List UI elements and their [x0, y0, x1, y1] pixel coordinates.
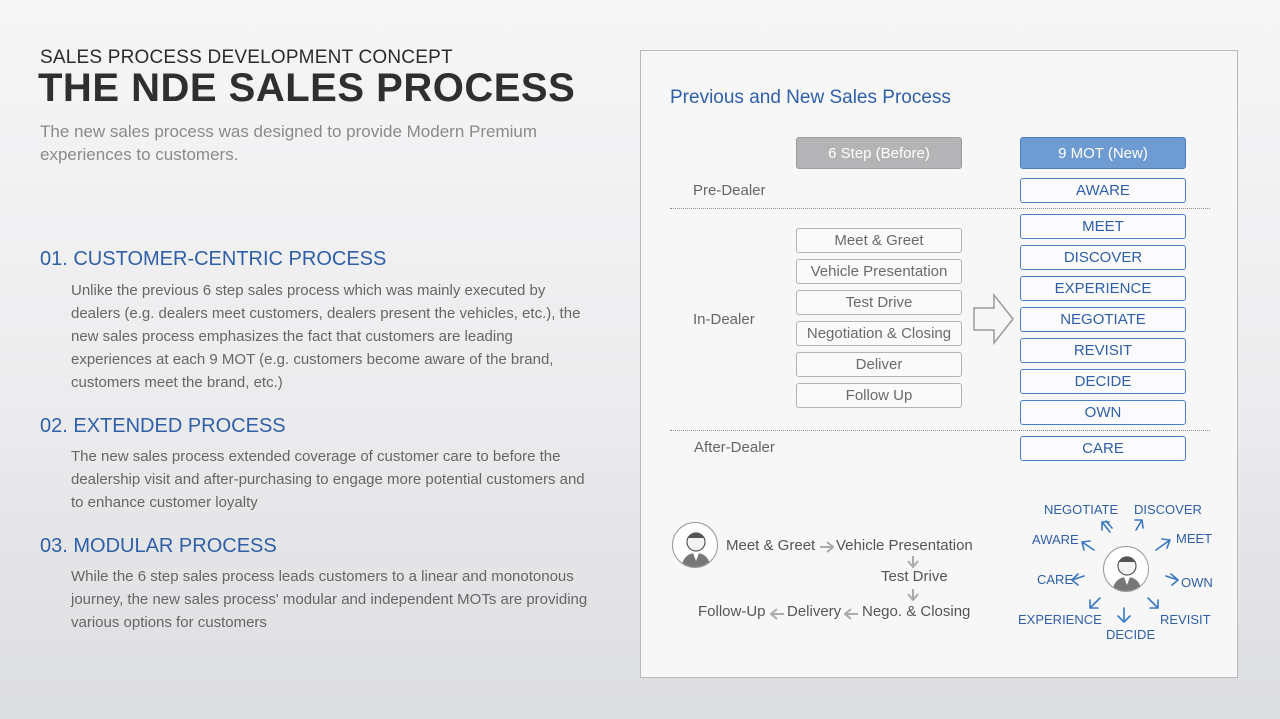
mot-decide: DECIDE: [1020, 369, 1186, 394]
cycle-experience: EXPERIENCE: [1018, 612, 1102, 627]
cycle-aware: AWARE: [1032, 532, 1079, 547]
page-title: THE NDE SALES PROCESS: [38, 66, 576, 110]
cycle-discover: DISCOVER: [1134, 502, 1202, 517]
flow-vehicle-presentation: Vehicle Presentation: [836, 537, 973, 554]
cycle-arrow-icon: [1081, 540, 1095, 551]
flow-arrow-icon: [843, 608, 858, 620]
cycle-own: OWN: [1181, 575, 1213, 590]
cycle-meet: MEET: [1176, 531, 1213, 546]
section-body-customer-centric: Unlike the previous 6 step sales process…: [71, 282, 581, 391]
step-vehicle-presentation: Vehicle Presentation: [796, 259, 962, 284]
header-six-step: 6 Step (Before): [796, 137, 962, 169]
step-deliver: Deliver: [796, 352, 962, 377]
page-kicker: SALES PROCESS DEVELOPMENT CONCEPT: [40, 47, 453, 68]
flow-delivery: Delivery: [787, 603, 842, 620]
mot-negotiate: NEGOTIATE: [1020, 307, 1186, 332]
mot-care: CARE: [1020, 436, 1186, 461]
mot-discover: DISCOVER: [1020, 245, 1186, 270]
mot-revisit: REVISIT: [1020, 338, 1186, 363]
step-meet-greet: Meet & Greet: [796, 228, 962, 253]
cycle-revisit: REVISIT: [1160, 612, 1211, 627]
big-right-arrow-icon: [973, 292, 1014, 346]
panel-title: Previous and New Sales Process: [670, 87, 951, 108]
cycle-arrow-icon: [1071, 573, 1085, 586]
customer-avatar-icon: [672, 522, 718, 568]
header-nine-mot: 9 MOT (New): [1020, 137, 1186, 169]
customer-avatar-icon: [1103, 546, 1149, 592]
flow-arrow-icon: [820, 541, 835, 553]
phase-in-dealer: In-Dealer: [693, 311, 755, 328]
phase-pre-dealer: Pre-Dealer: [693, 182, 766, 199]
divider-pre-in: [670, 208, 1210, 209]
cycle-arrow-icon: [1155, 538, 1171, 551]
step-test-drive: Test Drive: [796, 290, 962, 315]
cycle-negotiate: NEGOTIATE: [1044, 502, 1119, 517]
cycle-decide: DECIDE: [1106, 627, 1156, 642]
mot-own: OWN: [1020, 400, 1186, 425]
mot-meet: MEET: [1020, 214, 1186, 239]
step-follow-up: Follow Up: [796, 383, 962, 408]
section-body-extended: The new sales process extended coverage …: [71, 448, 585, 511]
flow-arrow-icon: [769, 608, 784, 620]
flow-arrow-icon: [907, 589, 919, 602]
flow-arrow-icon: [907, 556, 919, 569]
cycle-arrow-icon: [1089, 597, 1101, 609]
section-body-modular: While the 6 step sales process leads cus…: [71, 568, 588, 631]
cycle-care: CARE: [1037, 572, 1074, 587]
flow-test-drive: Test Drive: [881, 568, 948, 585]
cycle-arrow-icon: [1134, 519, 1144, 531]
mot-aware: AWARE: [1020, 178, 1186, 203]
cycle-arrow-icon: [1117, 607, 1131, 623]
flow-meet-greet: Meet & Greet: [726, 537, 816, 554]
mot-experience: EXPERIENCE: [1020, 276, 1186, 301]
divider-in-after: [670, 430, 1210, 431]
section-title-extended: 02. EXTENDED PROCESS: [40, 415, 286, 437]
cycle-arrow-icon: [1165, 573, 1179, 586]
section-title-modular: 03. MODULAR PROCESS: [40, 535, 277, 557]
flow-nego-closing: Nego. & Closing: [862, 603, 971, 620]
cycle-arrows: [1071, 519, 1179, 623]
flow-follow-up: Follow-Up: [698, 603, 766, 620]
cycle-arrow-icon: [1147, 597, 1159, 609]
page-subtitle: The new sales process was designed to pr…: [40, 122, 538, 164]
section-title-customer-centric: 01. CUSTOMER-CENTRIC PROCESS: [40, 248, 387, 270]
step-negotiation-closing: Negotiation & Closing: [796, 321, 962, 346]
phase-after-dealer: After-Dealer: [694, 439, 775, 456]
cycle-arrow-icon: [1101, 520, 1113, 533]
